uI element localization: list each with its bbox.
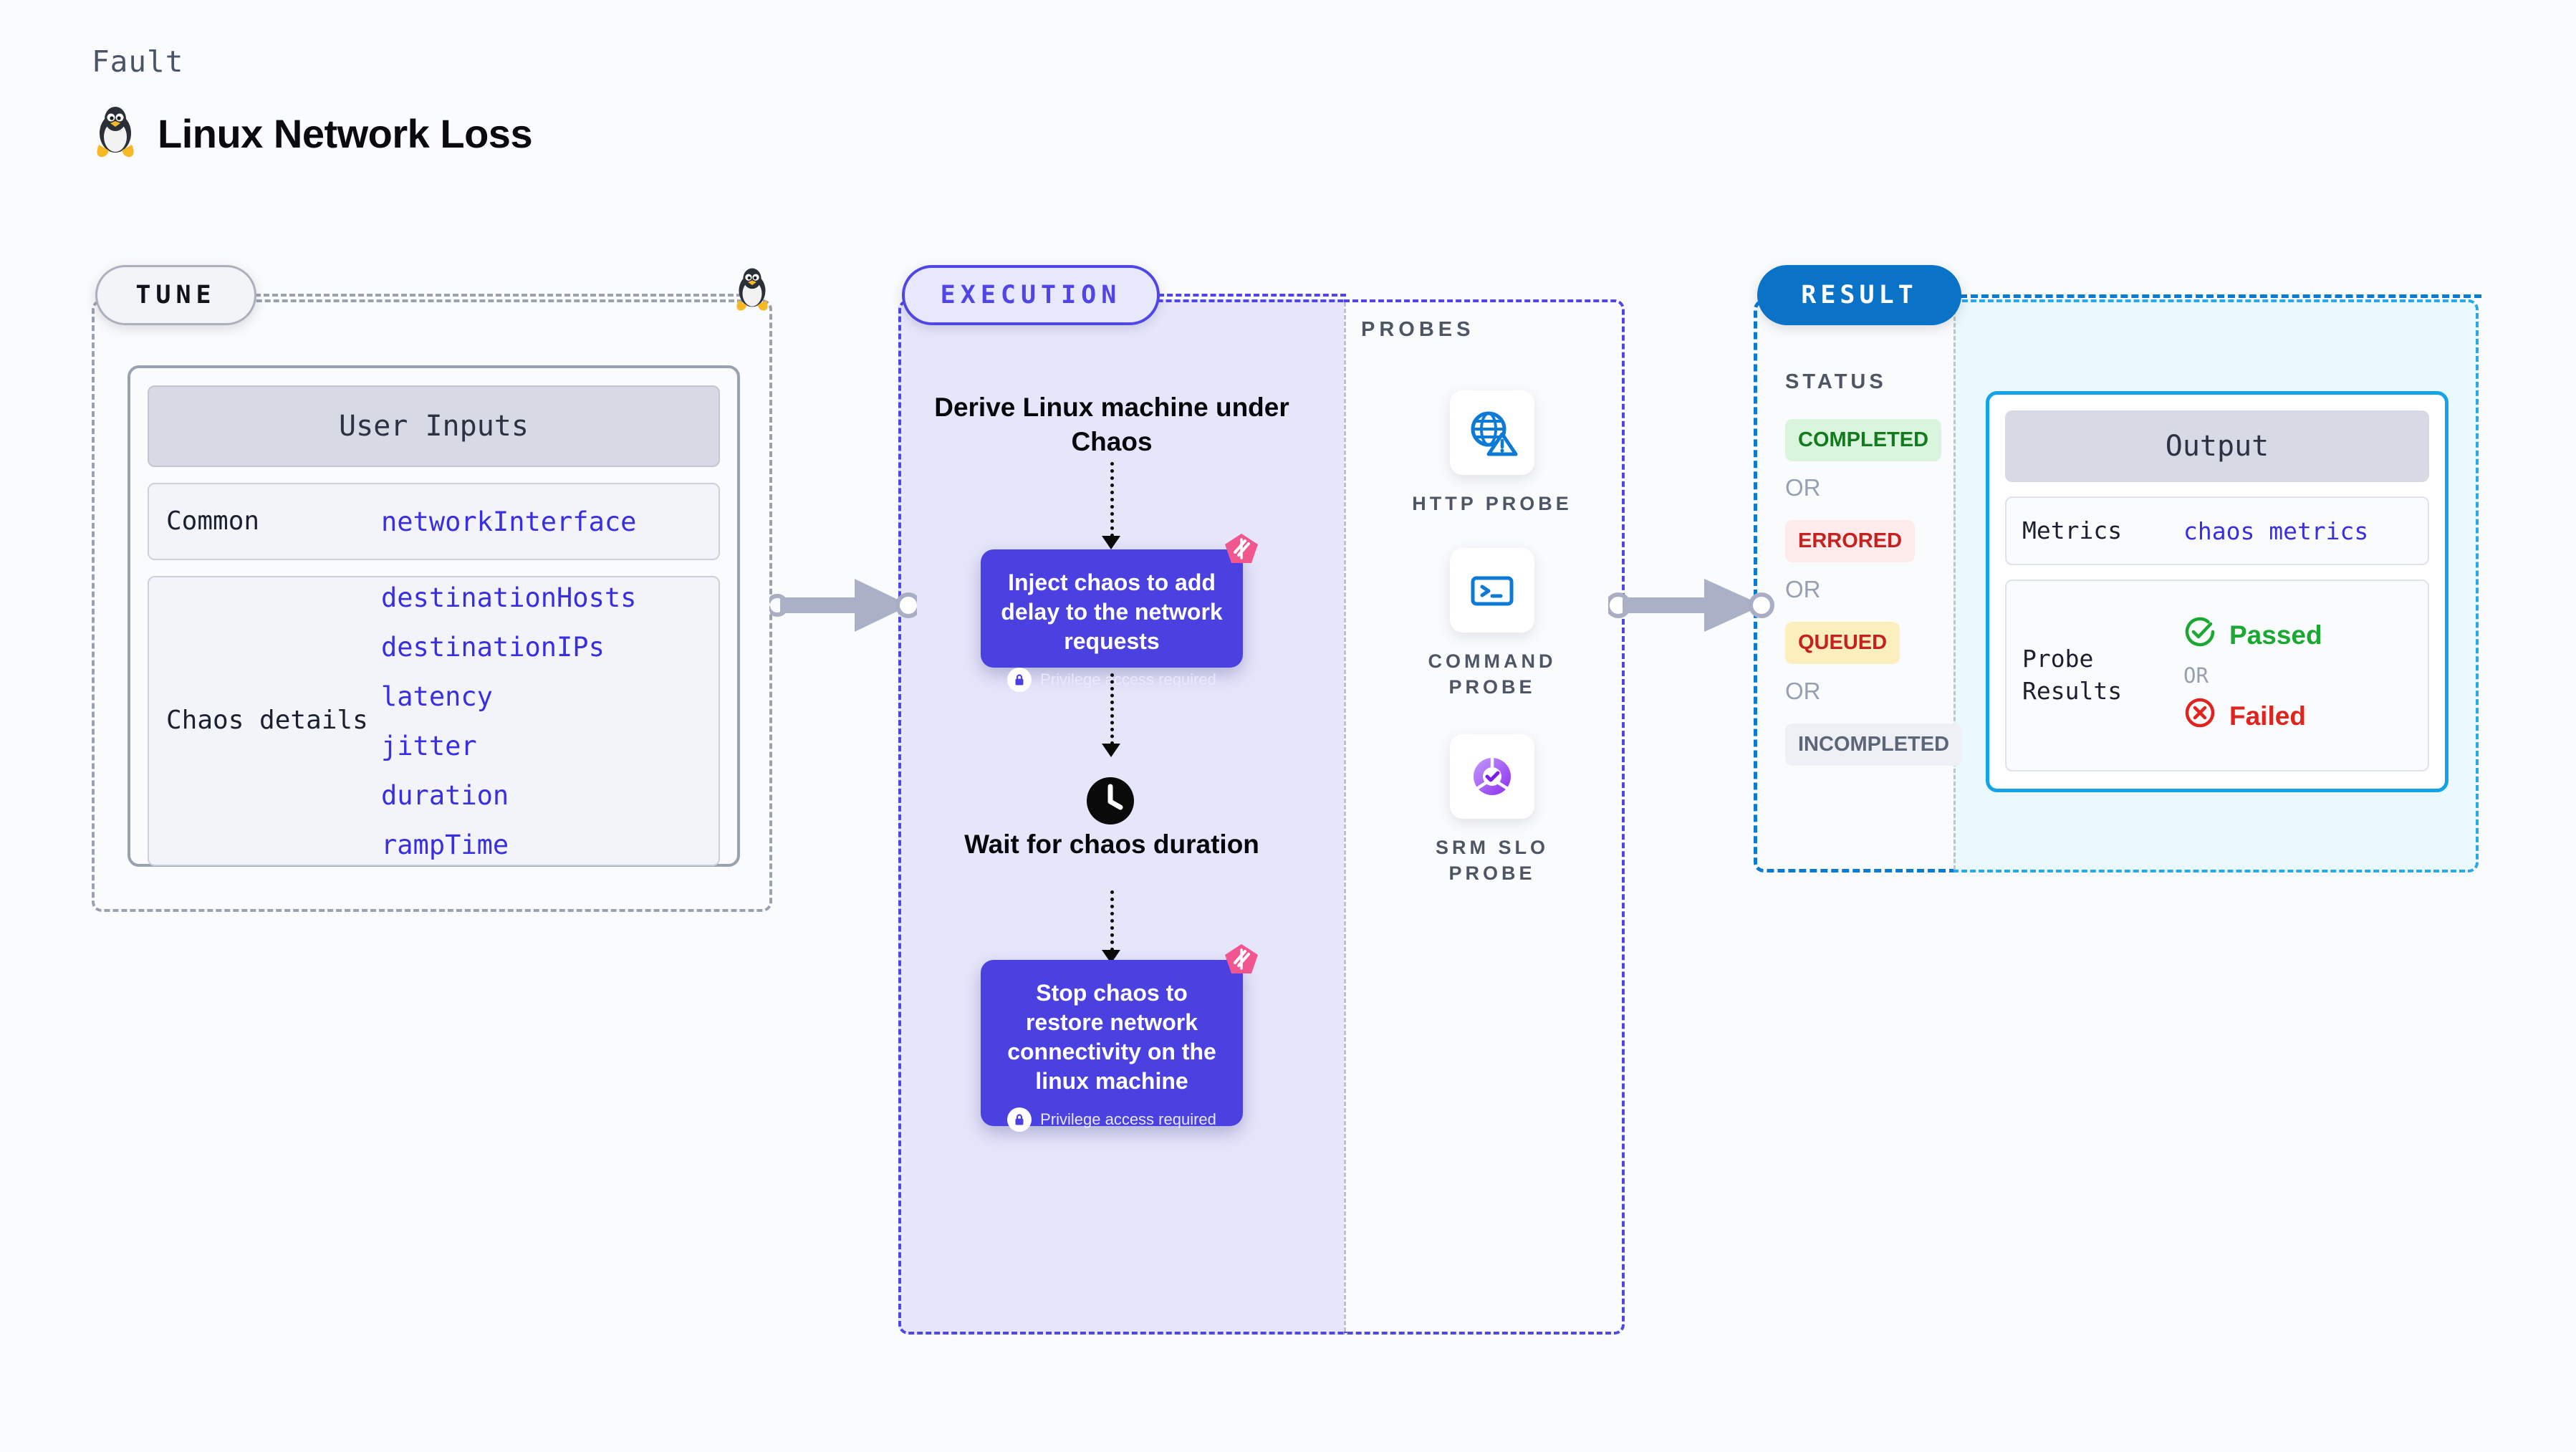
flow-arrow-2 (1110, 673, 1114, 745)
status-or-label: OR (1785, 576, 1821, 602)
result-panel (1754, 299, 1956, 872)
param-destinationhosts[interactable]: destinationHosts (381, 582, 637, 613)
status-badge-errored: ERRORED (1785, 520, 1916, 562)
execution-step-derive: Derive Linux machine under Chaos (934, 393, 1289, 457)
input-row-values: destinationHosts destinationIPs latency … (381, 582, 636, 860)
execution-step-inject-chaos[interactable]: Inject chaos to add delay to the network… (981, 534, 1258, 692)
probe-label: COMMAND PROBE (1428, 650, 1557, 698)
failed-label: Failed (2229, 701, 2306, 731)
privilege-note: Privilege access required (995, 667, 1229, 692)
probe-command[interactable]: COMMAND PROBE (1410, 548, 1575, 701)
result-output-divider (1953, 304, 1956, 870)
passed-label: Passed (2229, 620, 2322, 650)
lock-icon (1007, 1107, 1032, 1132)
x-circle-icon (2183, 696, 2216, 736)
input-row-common: Common networkInterface (148, 483, 720, 560)
clock-icon (1085, 775, 1136, 830)
param-destinationips[interactable]: destinationIPs (381, 631, 605, 663)
flow-arrowhead-1 (1102, 536, 1120, 549)
privilege-text: Privilege access required (1040, 670, 1216, 688)
execution-step-stop-chaos[interactable]: Stop chaos to restore network connectivi… (981, 944, 1258, 1132)
privilege-note: Privilege access required (995, 1107, 1229, 1132)
probes-heading: PROBES (1361, 318, 1475, 341)
probe-result-or-label: OR (2183, 663, 2209, 688)
output-card: Output Metrics chaos metrics Probe Resul… (1986, 391, 2448, 792)
execution-probes-divider (1344, 302, 1346, 1332)
status-badge-incompleted: INCOMPLETED (1785, 723, 1963, 766)
harness-logo-icon (1223, 531, 1260, 572)
status-badge-completed: COMPLETED (1785, 419, 1942, 461)
chaos-card-title: Stop chaos to restore network connectivi… (1007, 980, 1216, 1094)
tune-label-pill[interactable]: TUNE (95, 265, 256, 325)
metrics-value[interactable]: chaos metrics (2183, 516, 2369, 545)
execution-label-pill[interactable]: EXECUTION (902, 265, 1160, 325)
param-jitter[interactable]: jitter (381, 730, 477, 761)
input-row-chaos-details: Chaos details destinationHosts destinati… (148, 576, 720, 866)
status-heading: STATUS (1785, 370, 1887, 393)
status-or-label: OR (1785, 474, 1821, 501)
probe-result-failed: Failed (2183, 696, 2322, 736)
user-inputs-title: User Inputs (148, 385, 720, 467)
page-kicker: Fault (92, 44, 184, 79)
param-ramptime[interactable]: rampTime (381, 829, 509, 860)
probe-http[interactable]: HTTP PROBE (1410, 390, 1575, 516)
terminal-icon (1450, 548, 1534, 633)
param-latency[interactable]: latency (381, 681, 493, 712)
param-duration[interactable]: duration (381, 779, 509, 811)
flow-arrow-1 (1110, 462, 1114, 537)
globe-warning-icon (1450, 390, 1534, 475)
execution-step-wait: Wait for chaos duration (964, 830, 1259, 859)
input-row-label: Common (166, 506, 260, 536)
output-card-title: Output (2005, 410, 2429, 482)
chaos-card-title: Inject chaos to add delay to the network… (1001, 569, 1223, 654)
user-inputs-card: User Inputs Common networkInterface Chao… (128, 365, 740, 867)
privilege-text: Privilege access required (1040, 1110, 1216, 1128)
flow-arrowhead-2 (1102, 744, 1120, 757)
probes-to-result-arrow (1605, 566, 1777, 645)
check-circle-icon (2183, 615, 2216, 655)
probe-label: SRM SLO PROBE (1435, 837, 1549, 885)
status-or-label: OR (1785, 678, 1821, 704)
input-row-label: Chaos details (166, 706, 368, 736)
output-row-label: Metrics (2022, 516, 2123, 544)
probe-srm-slo[interactable]: SRM SLO PROBE (1410, 734, 1575, 887)
fault-title-row: Linux Network Loss (92, 105, 533, 163)
flow-arrow-3 (1110, 890, 1114, 951)
harness-logo-icon (1223, 941, 1260, 982)
result-label-pill[interactable]: RESULT (1757, 265, 1961, 325)
output-row-probe-results: Probe Results Passed OR (2005, 580, 2429, 771)
status-badge-queued: QUEUED (1785, 622, 1900, 664)
tune-to-execution-arrow (766, 566, 921, 645)
param-networkinterface[interactable]: networkInterface (381, 506, 637, 537)
tune-connector-line (255, 294, 751, 297)
linux-tux-icon (92, 105, 139, 163)
result-connector-line (1960, 294, 2481, 298)
probe-result-values: Passed OR Failed (2183, 615, 2322, 736)
lock-icon (1007, 667, 1032, 692)
probe-label: HTTP PROBE (1412, 493, 1572, 514)
page-header: Fault Linux Network Loss (92, 44, 533, 163)
execution-connector-line (1158, 294, 1346, 297)
input-row-values: networkInterface (381, 506, 636, 537)
output-row-metrics: Metrics chaos metrics (2005, 496, 2429, 565)
linux-tux-icon (732, 266, 772, 316)
page-title: Linux Network Loss (158, 111, 533, 156)
slo-donut-check-icon (1450, 734, 1534, 819)
output-row-label: Probe Results (2022, 645, 2123, 705)
probe-result-passed: Passed (2183, 615, 2322, 655)
